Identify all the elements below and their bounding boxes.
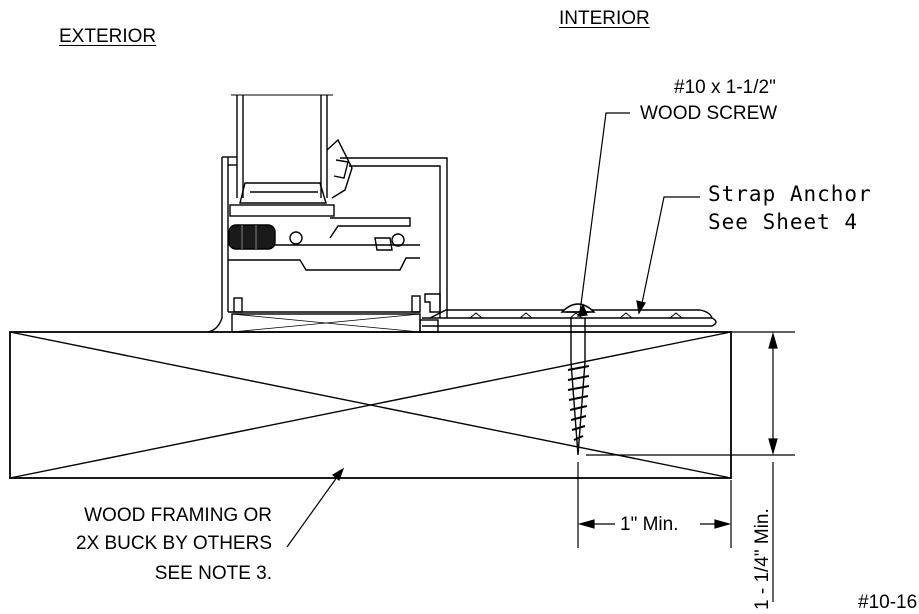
exterior-label: EXTERIOR (59, 26, 157, 47)
glass-panel (231, 94, 333, 198)
screw-callout-line2: WOOD SCREW (640, 103, 778, 124)
gasket (228, 224, 276, 250)
strap-anchor (419, 309, 717, 333)
framing-callout-line3: SEE NOTE 3. (154, 563, 272, 584)
wood-screw (560, 303, 596, 456)
interior-label: INTERIOR (559, 8, 650, 29)
edge-distance-dimension: 1" Min. (620, 514, 679, 535)
leader-lines (286, 112, 700, 548)
framing-callout-line1: WOOD FRAMING OR (84, 505, 272, 526)
embedment-dimension: 1 - 1/4" Min. (752, 508, 773, 610)
screw-callout-line1: #10 x 1-1/2" (674, 77, 776, 98)
wood-framing (9, 331, 732, 479)
frame-profile (207, 138, 448, 333)
dimension-lines (577, 331, 795, 602)
sheet-reference: #10-16 (858, 592, 918, 613)
framing-callout-line2: 2X BUCK BY OTHERS (75, 533, 272, 554)
strap-callout-line2: See Sheet 4 (708, 210, 859, 234)
strap-callout-line1: Strap Anchor (708, 182, 872, 206)
